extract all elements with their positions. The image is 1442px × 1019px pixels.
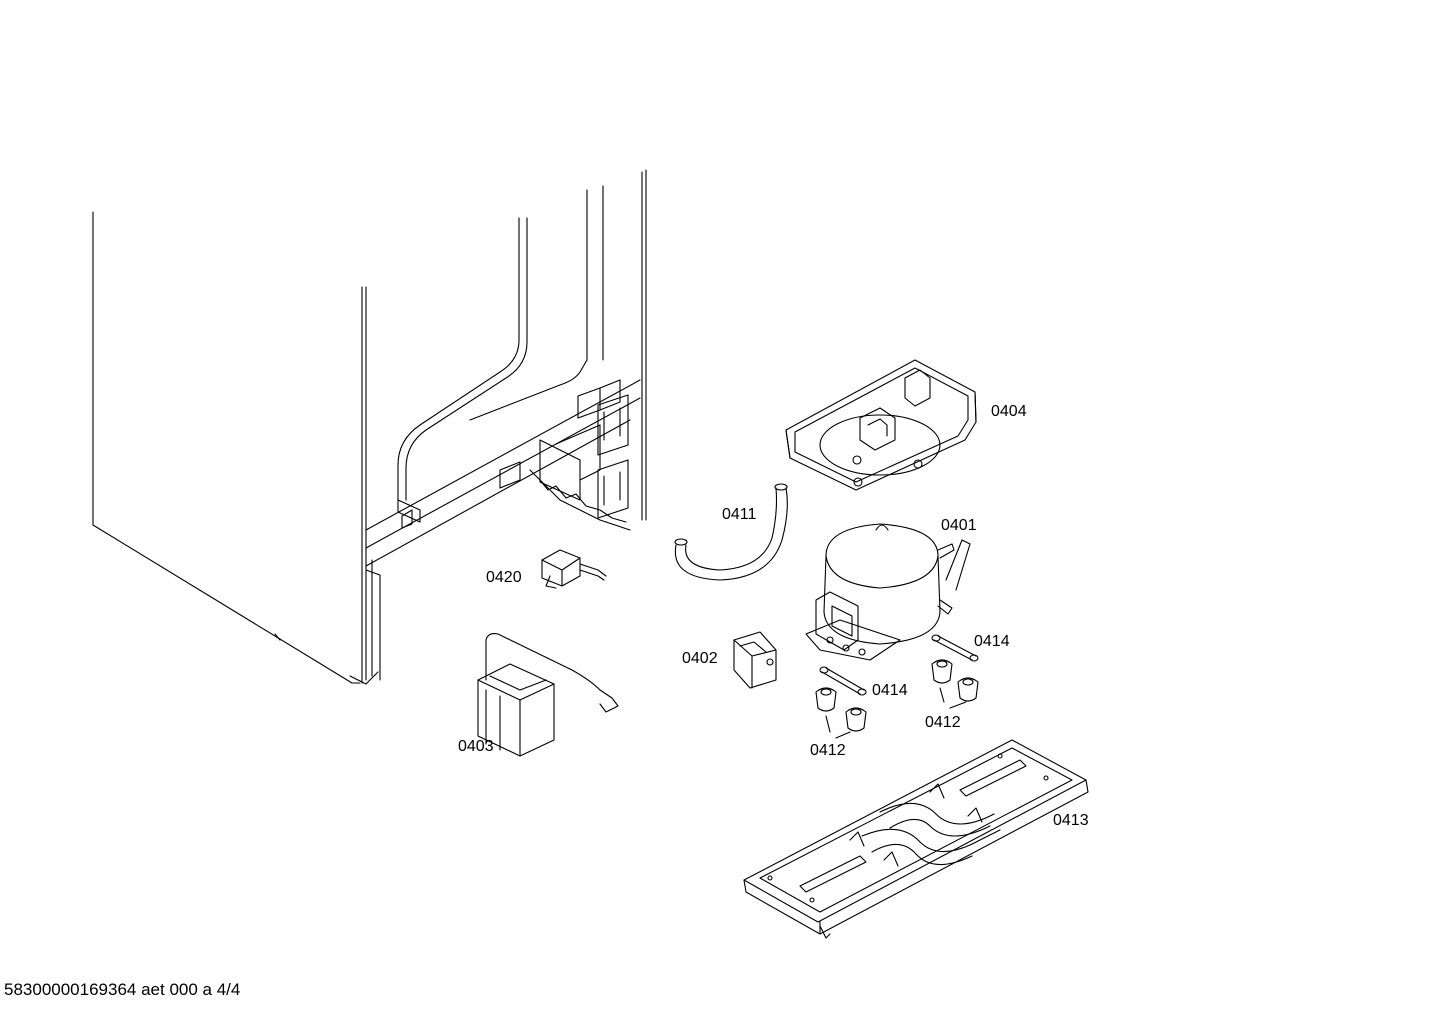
part-label-0420: 0420 xyxy=(486,569,522,586)
base-plate-0413 xyxy=(743,739,1089,939)
compressor-0401 xyxy=(805,523,971,661)
part-label-0414-right: 0414 xyxy=(974,633,1010,650)
tube-0411 xyxy=(674,483,788,581)
cabinet-drawing xyxy=(92,169,647,685)
part-label-0414-left: 0414 xyxy=(872,682,908,699)
part-label-0402: 0402 xyxy=(682,650,718,667)
relay-0420 xyxy=(541,549,607,589)
clip-0414-left xyxy=(819,666,867,696)
document-reference: 58300000169364 aet 000 a 4/4 xyxy=(4,980,241,999)
grommets-0412-left xyxy=(815,687,867,739)
part-label-0401: 0401 xyxy=(941,517,977,534)
grommets-0412-right xyxy=(931,659,979,709)
part-label-0413: 0413 xyxy=(1053,812,1089,829)
part-label-0404: 0404 xyxy=(991,403,1027,420)
part-label-0403: 0403 xyxy=(458,738,494,755)
part-label-0412-left: 0412 xyxy=(810,742,846,759)
clip-0414-right xyxy=(931,634,979,662)
part-label-0411: 0411 xyxy=(722,506,757,523)
starter-0402 xyxy=(733,631,777,689)
part-label-0412-right: 0412 xyxy=(925,714,961,731)
cover-tray-0404 xyxy=(785,359,977,491)
module-0403 xyxy=(477,633,619,757)
